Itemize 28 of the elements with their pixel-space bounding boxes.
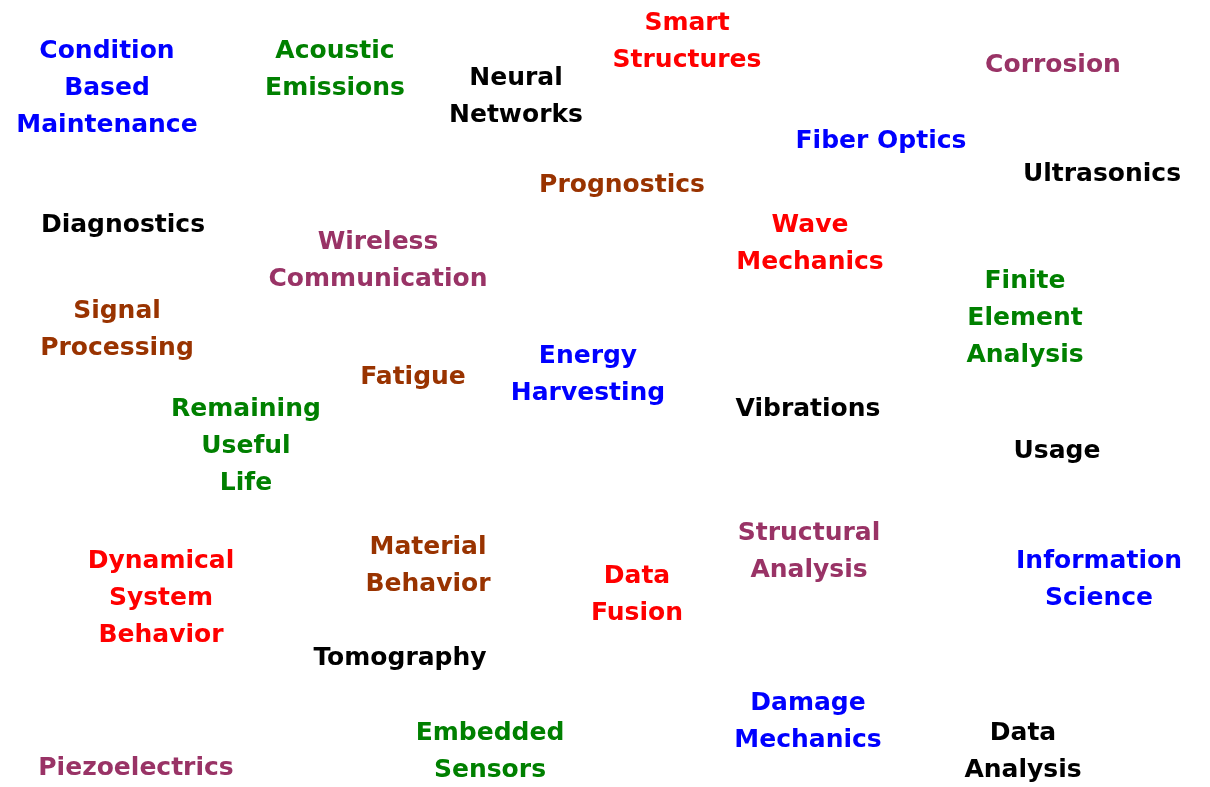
keyword-text: Wireless Communication (268, 225, 488, 294)
keyword-text: Embedded Sensors (415, 716, 565, 785)
keyword-text: Condition Based Maintenance (16, 34, 198, 140)
keyword-text: Acoustic Emissions (265, 34, 405, 103)
keyword-text: Tomography (313, 641, 487, 673)
keyword-text: Dynamical System Behavior (87, 544, 235, 650)
keyword-text: Damage Mechanics (734, 686, 882, 755)
keyword-text: Data Analysis (964, 716, 1082, 785)
keyword-text: Signal Processing (40, 294, 194, 363)
keyword-text: Wave Mechanics (736, 208, 884, 277)
keyword-text: Corrosion (985, 48, 1121, 80)
keyword-text: Energy Harvesting (510, 339, 666, 408)
keyword-text: Vibrations (735, 392, 881, 424)
keyword-text: Ultrasonics (1022, 157, 1182, 189)
keyword-text: Diagnostics (40, 208, 206, 240)
keyword-text: Information Science (1016, 544, 1182, 613)
keyword-text: Finite Element Analysis (966, 264, 1084, 370)
keyword-text: Material Behavior (365, 530, 491, 599)
keyword-text: Smart Structures (612, 6, 762, 75)
keyword-text: Usage (1013, 434, 1101, 466)
keyword-text: Fiber Optics (795, 124, 967, 156)
keyword-text: Neural Networks (449, 61, 583, 130)
keyword-text: Piezoelectrics (38, 751, 234, 783)
keyword-text: Structural Analysis (737, 516, 881, 585)
keyword-text: Data Fusion (590, 559, 684, 628)
keyword-text: Prognostics (539, 168, 705, 200)
keyword-text: Remaining Useful Life (171, 392, 321, 498)
keyword-text: Fatigue (360, 360, 466, 392)
